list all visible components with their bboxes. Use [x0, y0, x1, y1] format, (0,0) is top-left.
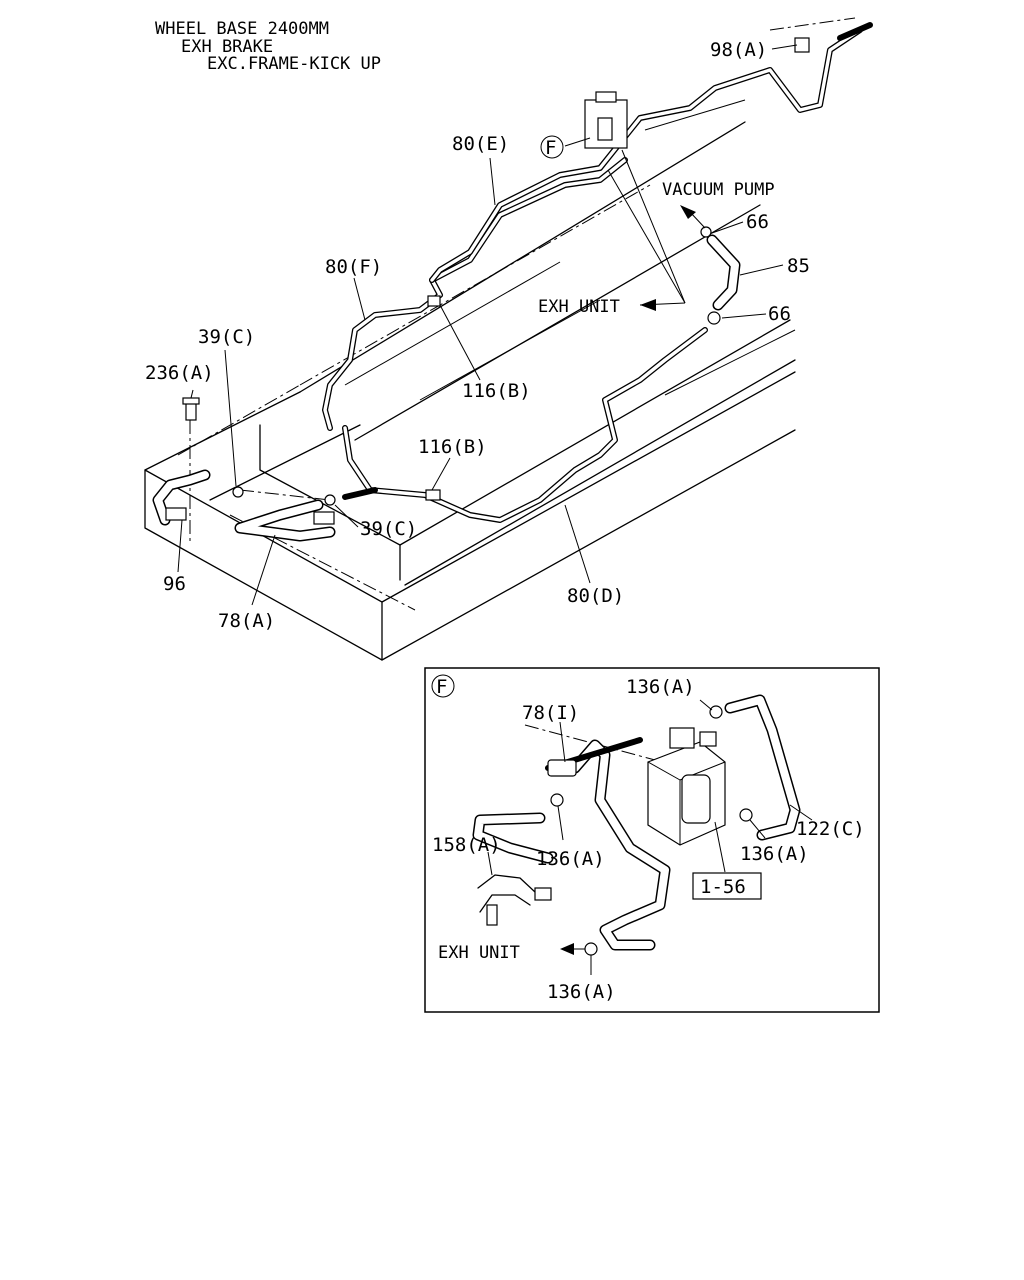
detail-callout-122-c: 122(C) — [796, 818, 865, 840]
joint-116-b-top — [427, 295, 441, 307]
clamp-136-a-right — [739, 808, 753, 822]
leader-lines — [177, 44, 798, 606]
callout-39-c-mid: 39(C) — [360, 518, 417, 540]
callout-66-top: 66 — [746, 211, 769, 233]
rubber-hoses — [152, 234, 741, 542]
clamp-136-a-left — [550, 793, 564, 807]
callout-80-e: 80(E) — [452, 133, 509, 155]
arrow-to-exh-unit — [640, 299, 656, 311]
frame-rail-top-edge — [381, 371, 796, 603]
header-line-2: EXH BRAKE — [181, 37, 273, 57]
fittings — [165, 37, 810, 525]
callout-98-a: 98(A) — [710, 39, 767, 61]
clamp-136-a-top — [709, 705, 723, 719]
arrow-to-exh-unit-detail — [560, 943, 574, 955]
frame-rail-far-edge-2 — [354, 204, 761, 441]
detail-callout-158-a: 158(A) — [432, 834, 501, 856]
callout-66-mid: 66 — [768, 303, 791, 325]
frame-rail-near-lower — [404, 359, 796, 586]
callout-116-b-mid: 116(B) — [418, 436, 487, 458]
frame-web-line-3 — [644, 99, 746, 131]
arrows — [640, 205, 706, 311]
arrow-to-vacuum-pump — [680, 205, 696, 219]
callout-39-c-top: 39(C) — [198, 326, 255, 348]
frame-web-line-4 — [664, 329, 796, 396]
frame-web-line-1 — [344, 261, 561, 386]
callouts-main: 98(A) 80(E) F VACUUM PUMP 66 85 66 EXH U… — [145, 39, 810, 632]
clip-39-c-mid — [324, 494, 336, 506]
callout-f-circle — [540, 135, 564, 159]
callout-78-a: 78(A) — [218, 610, 275, 632]
detail-callout-136-a-right: 136(A) — [740, 843, 809, 865]
frame-rail-inner-step — [259, 424, 401, 581]
detail-callout-1-56: 1-56 — [700, 876, 746, 898]
frame-rail-near-upper — [399, 319, 791, 546]
detail-callout-78-i: 78(I) — [522, 702, 579, 724]
connector-98-a — [794, 37, 810, 53]
callout-f-marker: F — [545, 137, 556, 159]
callout-96: 96 — [163, 573, 186, 595]
bolt-236-a — [185, 401, 197, 421]
detail-callout-136-a-bottom: 136(A) — [547, 981, 616, 1003]
detail-view-f: F — [424, 667, 880, 1013]
vacuum-valve-canister — [681, 774, 711, 824]
pipe-80-e — [429, 27, 863, 283]
frame-rail-far-edge — [299, 121, 746, 393]
pipe-end-right — [837, 22, 873, 41]
callout-80-f: 80(F) — [325, 256, 382, 278]
vacuum-pipes — [322, 22, 873, 523]
chassis-frame — [144, 99, 796, 661]
clamp-136-a-bottom — [584, 942, 598, 956]
callout-80-d: 80(D) — [567, 585, 624, 607]
detail-frame — [424, 667, 880, 1013]
callout-vacuum-pump: VACUUM PUMP — [662, 180, 775, 200]
detail-marker-circle — [431, 674, 455, 698]
frame-crossmember-left — [144, 391, 301, 471]
detail-callout-136-a-left: 136(A) — [536, 848, 605, 870]
callout-236-a: 236(A) — [145, 362, 214, 384]
clip-39-c-top — [232, 486, 244, 498]
joint-116-b-mid — [425, 489, 441, 501]
pipe-end-left — [342, 487, 378, 500]
detail-ref-box — [692, 872, 762, 900]
frame-web-line-2 — [419, 299, 601, 401]
header-line-3: EXC.FRAME-KICK UP — [207, 54, 381, 74]
detail-callout-exh-unit: EXH UNIT — [438, 943, 520, 963]
clip-158-a — [477, 874, 552, 926]
callout-116-b-top: 116(B) — [462, 380, 531, 402]
clip-66-top — [700, 226, 712, 238]
callout-85: 85 — [787, 255, 810, 277]
clip-66-mid — [707, 311, 721, 325]
header-notes: WHEEL BASE 2400MM EXH BRAKE EXC.FRAME-KI… — [155, 19, 381, 74]
frame-rail-bottom-edge — [381, 429, 796, 661]
frame-crossmember-inner — [209, 424, 361, 501]
header-line-1: WHEEL BASE 2400MM — [155, 19, 329, 39]
vacuum-valve-head — [669, 727, 695, 749]
callout-exh-unit-main: EXH UNIT — [538, 297, 620, 317]
detail-callout-136-a-top: 136(A) — [626, 676, 695, 698]
hose-joint-78-i — [547, 759, 577, 777]
detail-marker-f: F — [436, 676, 447, 698]
